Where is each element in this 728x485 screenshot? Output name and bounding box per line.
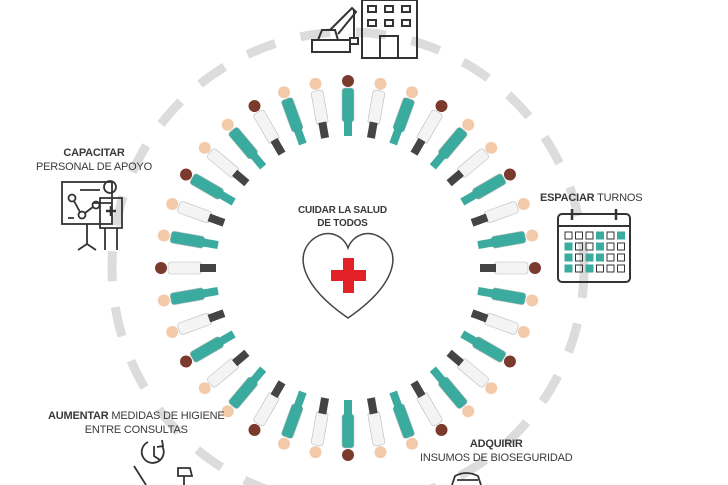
action-espaciar-rest: TURNOS xyxy=(594,192,643,204)
staff-figure xyxy=(198,349,250,395)
action-capacitar-line2: PERSONAL DE APOYO xyxy=(36,161,153,173)
calendar-day xyxy=(564,253,573,262)
staff-figure xyxy=(410,380,448,436)
staff-figure xyxy=(460,330,516,368)
staff-figure xyxy=(309,77,330,139)
calendar-day xyxy=(564,264,573,273)
staff-figure xyxy=(341,400,355,461)
staff-figure xyxy=(389,390,418,450)
calendar-day xyxy=(575,242,583,251)
staff-figure xyxy=(309,397,330,459)
calendar-day xyxy=(596,242,604,251)
action-espaciar-bold: ESPACIAR xyxy=(540,192,595,204)
calendar-day xyxy=(596,231,604,240)
staff-figure xyxy=(480,261,541,275)
staff-figure xyxy=(166,198,226,227)
calendar-day xyxy=(606,242,615,251)
staff-figure xyxy=(248,380,286,436)
staff-figure xyxy=(278,390,307,450)
staff-figure xyxy=(180,168,236,206)
staff-figure xyxy=(221,118,267,170)
staff-figure xyxy=(155,261,216,275)
staff-figure xyxy=(389,86,418,146)
center-title-line1: CUIDAR LA SALUD xyxy=(298,205,387,216)
calendar-day xyxy=(575,231,583,240)
staff-figure xyxy=(410,100,448,156)
staff-figure xyxy=(157,286,219,307)
staff-figure xyxy=(221,366,267,418)
calendar-day xyxy=(606,231,615,240)
action-capacitar: CAPACITAR PERSONAL DE APOYO xyxy=(36,146,152,174)
calendar-day xyxy=(575,264,583,273)
calendar-day xyxy=(617,253,625,262)
calendar-day xyxy=(585,231,594,240)
action-adquirir-bold: ADQUIRIR xyxy=(469,438,523,450)
staff-figure xyxy=(198,141,250,187)
staff-figure xyxy=(460,168,516,206)
construction-icon xyxy=(311,0,418,59)
staff-figure xyxy=(446,349,498,395)
staff-figure xyxy=(429,366,475,418)
calendar-day xyxy=(596,264,604,273)
action-espaciar: ESPACIAR TURNOS xyxy=(540,191,643,205)
action-adquirir: ADQUIRIR INSUMOS DE BIOSEGURIDAD xyxy=(420,437,573,465)
action-aumentar-rest: MEDIDAS DE HIGIENE xyxy=(108,410,225,422)
center-title-line2: DE TODOS xyxy=(317,218,368,229)
calendar-day xyxy=(585,264,594,273)
action-aumentar: AUMENTAR MEDIDAS DE HIGIENE ENTRE CONSUL… xyxy=(48,409,225,437)
action-aumentar-bold: AUMENTAR xyxy=(48,410,109,422)
calendar-day xyxy=(606,253,615,262)
calendar-day xyxy=(564,242,573,251)
calendar-day xyxy=(596,253,604,262)
calendar-day xyxy=(585,242,594,251)
calendar-day xyxy=(606,264,615,273)
staff-figure xyxy=(366,77,387,139)
staff-figure xyxy=(157,229,219,250)
calendar-icon xyxy=(557,209,631,283)
calendar-day xyxy=(617,242,625,251)
staff-figure xyxy=(477,286,539,307)
calendar-day xyxy=(617,231,625,240)
staff-figure xyxy=(470,309,530,338)
action-adquirir-line2: INSUMOS DE BIOSEGURIDAD xyxy=(420,452,573,464)
staff-figure xyxy=(366,397,387,459)
center-title: CUIDAR LA SALUD DE TODOS xyxy=(298,204,387,230)
staff-figure xyxy=(180,330,236,368)
staff-ring xyxy=(155,75,541,461)
staff-figure xyxy=(429,118,475,170)
calendar-day xyxy=(575,253,583,262)
mask-icon xyxy=(451,472,482,485)
calendar-day xyxy=(585,253,594,262)
presentation-icon xyxy=(61,180,123,251)
staff-figure xyxy=(248,100,286,156)
staff-figure xyxy=(341,75,355,136)
staff-figure xyxy=(477,229,539,250)
staff-figure xyxy=(470,198,530,227)
red-cross-icon xyxy=(331,258,366,293)
dashed-ring xyxy=(107,27,589,485)
staff-figure xyxy=(278,86,307,146)
calendar-day xyxy=(564,231,573,240)
calendar-day xyxy=(617,264,625,273)
staff-figure xyxy=(446,141,498,187)
action-capacitar-bold: CAPACITAR xyxy=(63,147,125,159)
action-aumentar-line2: ENTRE CONSULTAS xyxy=(84,424,188,436)
staff-figure xyxy=(166,309,226,338)
clock-spray-icon xyxy=(133,439,194,485)
